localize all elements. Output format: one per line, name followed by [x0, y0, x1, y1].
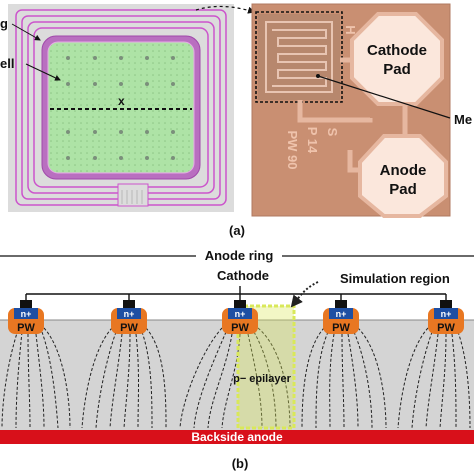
cell-partial-label: ell	[0, 56, 14, 71]
cell-5: n+ PW	[428, 294, 464, 334]
cell-1: n+ PW	[8, 294, 44, 334]
cross-section: Anode ring Cathode Backside anode	[0, 248, 474, 444]
chip-text-pw90: PW 90	[285, 130, 300, 169]
pw-label: PW	[437, 322, 455, 334]
callout-line	[317, 75, 451, 119]
cathode-pad-label-line2: Pad	[383, 61, 411, 78]
n-plus-region	[228, 308, 252, 319]
anode-pad-label-line1: Anode	[380, 162, 427, 179]
p-epilayer-label: p− epilayer	[233, 373, 292, 385]
pw-label: PW	[17, 322, 35, 334]
caption-a: (a)	[229, 223, 245, 238]
chip-text-s: S	[325, 128, 340, 137]
cell-4: n+ PW	[323, 294, 359, 334]
n-plus-label: n+	[21, 309, 32, 319]
n-plus-label: n+	[235, 309, 246, 319]
caption-b: (b)	[232, 456, 249, 471]
chip-text-p14: P 14	[305, 127, 320, 154]
cell-label-arrow	[25, 63, 61, 81]
chip-markings: PW 90 P 14 S H	[285, 25, 358, 169]
cathode-pad	[350, 12, 444, 106]
active-area	[47, 41, 195, 174]
p-epilayer	[0, 320, 474, 430]
pw-label: PW	[332, 322, 350, 334]
n-plus-region	[434, 308, 458, 319]
cell-2: n+ PW	[111, 294, 147, 334]
cell-3: n+ PW	[222, 286, 258, 334]
n-plus-region	[329, 308, 353, 319]
field-lines	[1, 327, 471, 429]
ring-label-arrow	[11, 23, 41, 41]
n-plus-region	[14, 308, 38, 319]
ring-partial-label: g	[0, 16, 8, 31]
n-plus-label: n+	[441, 309, 452, 319]
connector-fingers	[121, 190, 143, 204]
anode-pad	[358, 134, 448, 218]
n-plus-label: n+	[336, 309, 347, 319]
n-plus-label: n+	[124, 309, 135, 319]
simulation-region-arrow	[290, 281, 319, 308]
zoom-box	[255, 11, 343, 103]
backside-anode-label: Backside anode	[191, 430, 283, 444]
device-area	[258, 14, 340, 100]
section-marker: x	[118, 94, 125, 108]
micrograph-view: Cathode Pad Anode Pad PW 90 P 14 S H Me	[251, 3, 472, 218]
callout-partial-label: Me	[454, 112, 472, 127]
pw-label: PW	[120, 322, 138, 334]
simulation-region-label: Simulation region	[340, 271, 450, 286]
backside-anode	[0, 430, 474, 444]
bottom-connector	[117, 183, 149, 207]
meander-structure	[265, 21, 333, 93]
anode-ring-label: Anode ring	[205, 248, 274, 263]
cathode-label: Cathode	[217, 268, 269, 283]
layout-view: x g ell	[0, 4, 234, 212]
cathode-pad-label-line1: Cathode	[367, 42, 427, 59]
anode-pad-label-line2: Pad	[389, 181, 417, 198]
n-plus-region	[117, 308, 141, 319]
cell-contacts	[66, 56, 175, 160]
pw-label: PW	[231, 322, 249, 334]
chip-text-h: H	[343, 25, 358, 34]
